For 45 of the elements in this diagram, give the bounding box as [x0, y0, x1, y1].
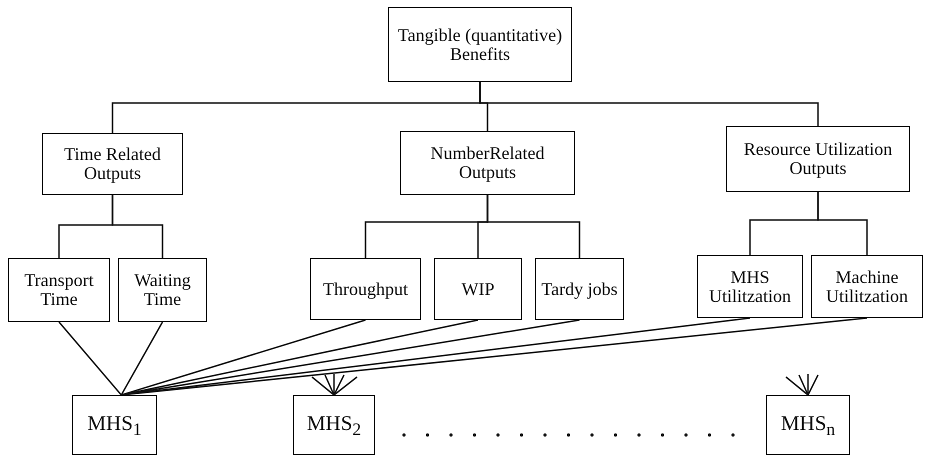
box	[434, 258, 522, 320]
box-label: MHS Utilitzation	[708, 268, 792, 306]
connector-line	[120, 322, 164, 396]
connector-line	[817, 192, 868, 255]
connector-line	[58, 322, 122, 396]
connector-line	[479, 82, 819, 126]
box	[726, 126, 910, 192]
connector-line	[333, 374, 345, 396]
box	[42, 133, 183, 195]
box-label: NumberRelated Outputs	[430, 144, 546, 182]
box-label: Transport Time	[23, 271, 95, 309]
box-label: Tardy jobs	[541, 280, 618, 298]
connector-line	[112, 195, 164, 258]
box-label: WIP	[462, 280, 494, 298]
box	[310, 258, 421, 320]
box	[766, 395, 850, 455]
connector-line	[798, 374, 809, 396]
box	[8, 258, 110, 322]
connector-line	[486, 195, 580, 258]
box-label: Tangible (quantitative) Benefits	[396, 26, 564, 64]
connector-line	[334, 376, 358, 396]
box	[118, 258, 207, 322]
box	[535, 258, 624, 320]
box-label: MHS$_{n}$	[780, 412, 836, 438]
connector-line	[786, 376, 808, 396]
box-label: Resource Utilization Outputs	[742, 140, 894, 178]
box	[811, 255, 923, 318]
box-label: Waiting Time	[133, 271, 192, 309]
connector-line	[121, 319, 478, 396]
connector-line	[324, 374, 335, 396]
box-label: MHS$_{1}$	[87, 412, 142, 438]
box	[400, 131, 575, 195]
box-label: MHS$_{2}$	[306, 412, 362, 438]
box	[388, 7, 572, 82]
box	[697, 255, 803, 318]
connector-line	[807, 374, 819, 396]
connector-line	[312, 376, 334, 396]
box-label: Throughput	[323, 280, 408, 298]
connector-line	[333, 374, 335, 395]
box-label: Machine Utilitzation	[825, 268, 909, 306]
box	[72, 395, 157, 455]
connector-line	[121, 319, 366, 396]
box-label: Time Related Outputs	[63, 145, 162, 183]
connector-line	[807, 374, 809, 395]
box	[293, 395, 375, 455]
